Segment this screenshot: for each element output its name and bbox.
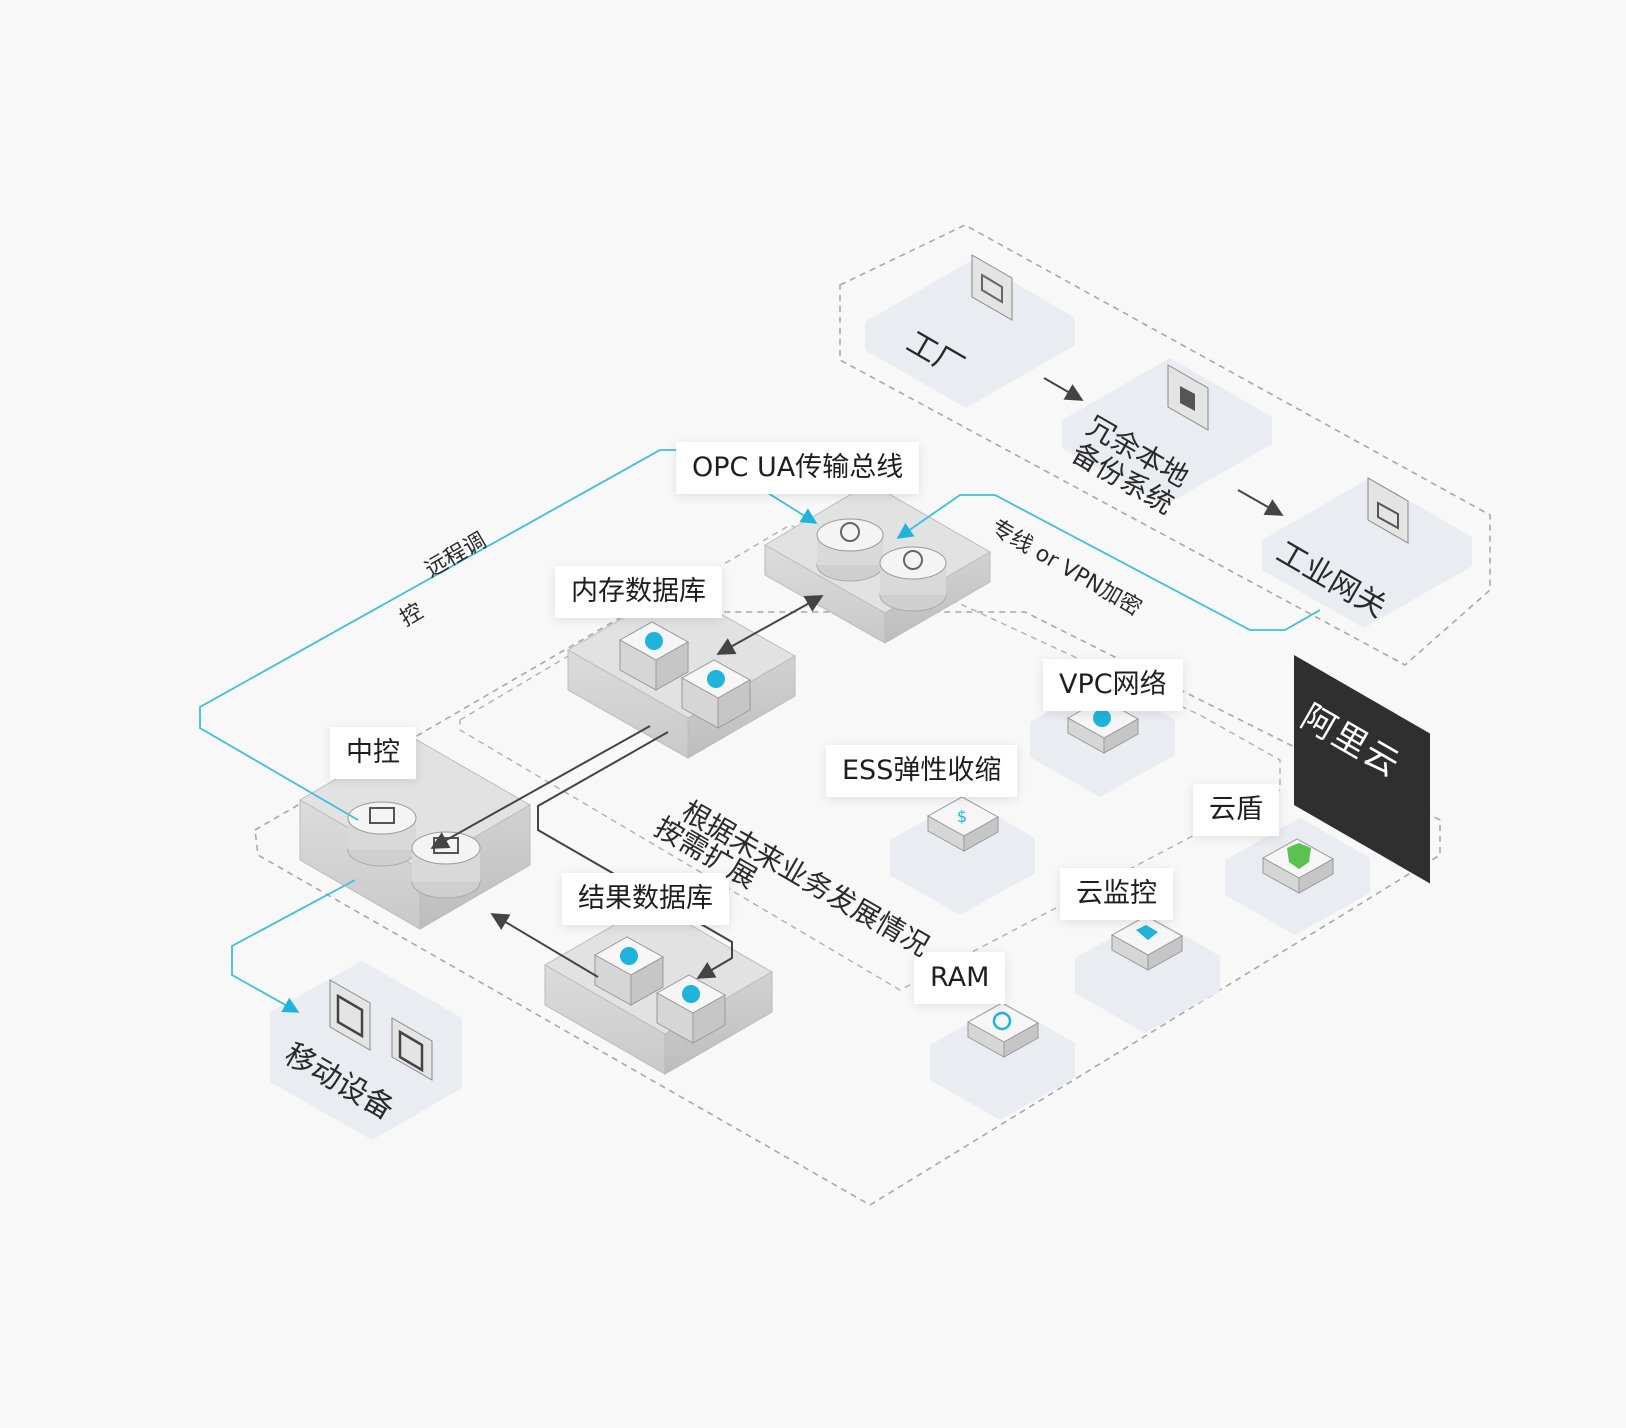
cloud-monitor-label: 云监控 [1060,868,1173,920]
database-icon [645,632,663,650]
cluster-icon [682,985,700,1003]
scale-icon: $ [957,807,967,826]
ess-cube: $ [926,796,1000,852]
result-db-label: 结果数据库 [562,873,729,925]
memory-opc-arrow [716,595,824,655]
factory-device [971,254,1013,321]
tablet-icon [398,1029,424,1073]
backup-device [1167,364,1209,431]
memory-db-label: 内存数据库 [555,566,722,618]
monitor-chart-icon [1136,925,1158,940]
backup-tile [1062,358,1272,506]
gateway-device [1367,477,1409,544]
mobile-device-1 [329,979,371,1051]
bulb-icon [840,522,860,542]
tablet-icon [336,993,364,1039]
opc-bus-label: OPC UA传输总线 [676,442,920,494]
key-icon [992,1011,1012,1031]
memory-db-cube-1 [618,621,690,691]
monitor-tile [1075,916,1220,1033]
central-control-disc-1 [347,801,417,867]
result-db-cube-1 [593,936,665,1006]
factory-backup-arrow [1043,377,1084,401]
result-central-arrow [490,913,599,978]
mobile-device-2 [391,1017,433,1081]
ess-label: ESS弹性收缩 [826,745,1018,797]
monitor-icon [369,807,395,824]
cluster-icon [620,947,638,965]
backup-gateway-arrow [1237,489,1284,516]
result-db-cube-2 [655,974,727,1044]
bulb-icon [903,550,923,570]
gateway-tile [1262,478,1472,628]
memory-db-cube-2 [680,659,752,729]
database-icon [707,670,725,688]
ess-tile [890,798,1035,915]
opc-server-disc-1 [816,518,884,582]
gateway-icon [1377,501,1399,530]
network-icon [1093,709,1111,727]
opc-server-disc-2 [879,546,947,612]
dedicated-link-connector [896,494,1321,631]
central-control-disc-2 [411,831,481,899]
mobile-tile [270,961,462,1140]
remote-control-connector [199,449,700,821]
shield-icon [1287,843,1311,869]
yundun-cube [1261,838,1335,894]
monitor-cube [1110,915,1184,971]
memory-central-arrow [430,725,651,849]
factory-tile [865,259,1075,408]
document-icon [1180,386,1195,411]
ram-label: RAM [914,952,1006,1004]
yundun-label: 云盾 [1193,784,1279,836]
central-to-mobile-connector [231,879,356,1013]
central-control-label: 中控 [330,727,416,779]
vpc-label: VPC网络 [1043,659,1183,711]
ram-tile [930,1003,1075,1120]
ram-cube [966,1002,1040,1058]
factory-icon [981,273,1003,304]
